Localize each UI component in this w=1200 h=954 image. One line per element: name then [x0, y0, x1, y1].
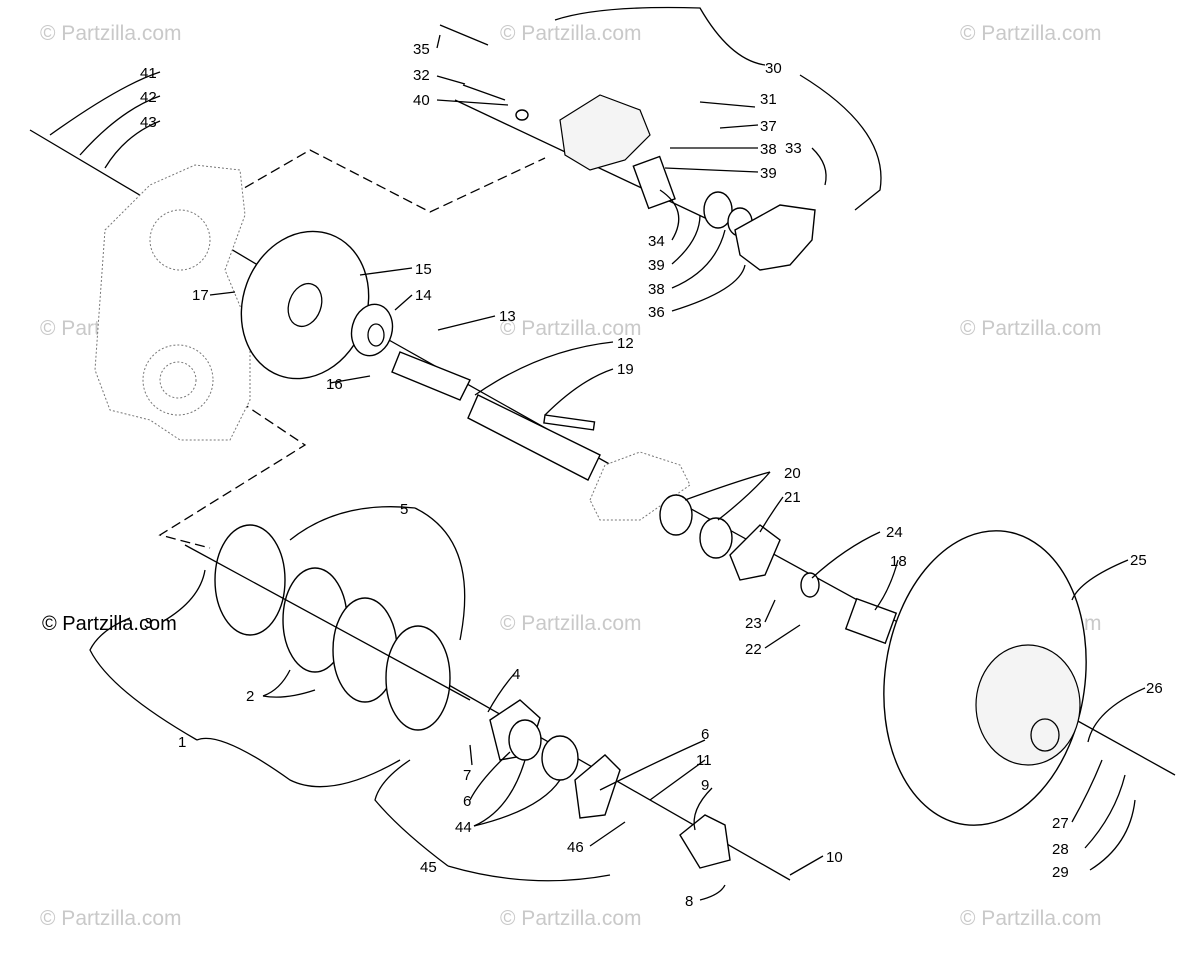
callout-label: 16 [326, 376, 343, 393]
watermark: © Partzilla.com [960, 317, 1102, 340]
callout-label: 27 [1052, 815, 1069, 832]
brake-caliper [439, 24, 816, 271]
callout-label: 37 [760, 118, 777, 135]
callout-label: 7 [463, 767, 471, 784]
callout-label: 42 [140, 89, 157, 106]
callout-label: 17 [192, 287, 209, 304]
watermark: © Partzilla.com [40, 22, 182, 45]
callout-label: 43 [140, 114, 157, 131]
watermark: © Partzilla.com [500, 907, 642, 930]
callout-label: 45 [420, 859, 437, 876]
callout-label: 14 [415, 287, 432, 304]
callout-label: 39 [648, 257, 665, 274]
callout-label: 46 [567, 839, 584, 856]
callout-label: 12 [617, 335, 634, 352]
watermark: © Partzilla.com [500, 22, 642, 45]
callout-label: 11 [696, 752, 712, 769]
callout-label: 44 [455, 819, 472, 836]
callout-label: 39 [760, 165, 777, 182]
watermark: © Partzilla.com [960, 22, 1102, 45]
callout-label: 26 [1146, 680, 1163, 697]
watermark: © Partzilla.com [500, 317, 642, 340]
callout-label: 22 [745, 641, 762, 658]
callout-label: 38 [760, 141, 777, 158]
bearings [589, 451, 898, 645]
assembly-lines [158, 149, 546, 549]
callout-label: 15 [415, 261, 432, 278]
callout-label: 25 [1130, 552, 1147, 569]
shaft [391, 351, 601, 481]
watermark: © Partzilla.com [40, 907, 182, 930]
callout-label: 18 [890, 553, 907, 570]
watermark: © Partzilla.com [500, 612, 642, 635]
callout-label: 2 [246, 688, 254, 705]
lower-flanges [489, 699, 731, 869]
callout-label: 21 [784, 489, 801, 506]
callout-label: 36 [648, 304, 665, 321]
gear-case-housing [94, 164, 251, 441]
callout-label: 4 [512, 666, 520, 683]
drive-sprockets [184, 524, 471, 731]
callout-label: 33 [785, 140, 802, 157]
driven-pulley [883, 530, 1087, 826]
callouts: 1 2 3 4 5 6 6 7 8 9 10 11 12 13 14 15 16… [140, 41, 1163, 910]
callout-label: 41 [140, 65, 157, 82]
callout-label: 34 [648, 233, 665, 250]
leader-lines [49, 6, 1146, 901]
callout-label: 13 [499, 308, 516, 325]
callout-label: 8 [685, 893, 693, 910]
callout-label: 29 [1052, 864, 1069, 881]
callout-label: 38 [648, 281, 665, 298]
callout-label: 31 [760, 91, 777, 108]
callout-label: 35 [413, 41, 430, 58]
watermark: © Partzilla.com [960, 907, 1102, 930]
callout-label: 32 [413, 67, 430, 84]
callout-label: 23 [745, 615, 762, 632]
callout-label: 6 [463, 793, 471, 810]
callout-label: 6 [701, 726, 709, 743]
hub [350, 303, 394, 357]
callout-label: 20 [784, 465, 801, 482]
callout-label: 24 [886, 524, 903, 541]
callout-label: 28 [1052, 841, 1069, 858]
callout-label: 9 [701, 777, 709, 794]
callout-label: 1 [178, 734, 186, 751]
callout-label: 40 [413, 92, 430, 109]
callout-label: 5 [400, 501, 408, 518]
callout-label: 10 [826, 849, 843, 866]
callout-label: 3 [144, 615, 152, 632]
callout-label: 19 [617, 361, 634, 378]
copyright-caption: © Partzilla.com [42, 613, 177, 635]
callout-label: 30 [765, 60, 782, 77]
